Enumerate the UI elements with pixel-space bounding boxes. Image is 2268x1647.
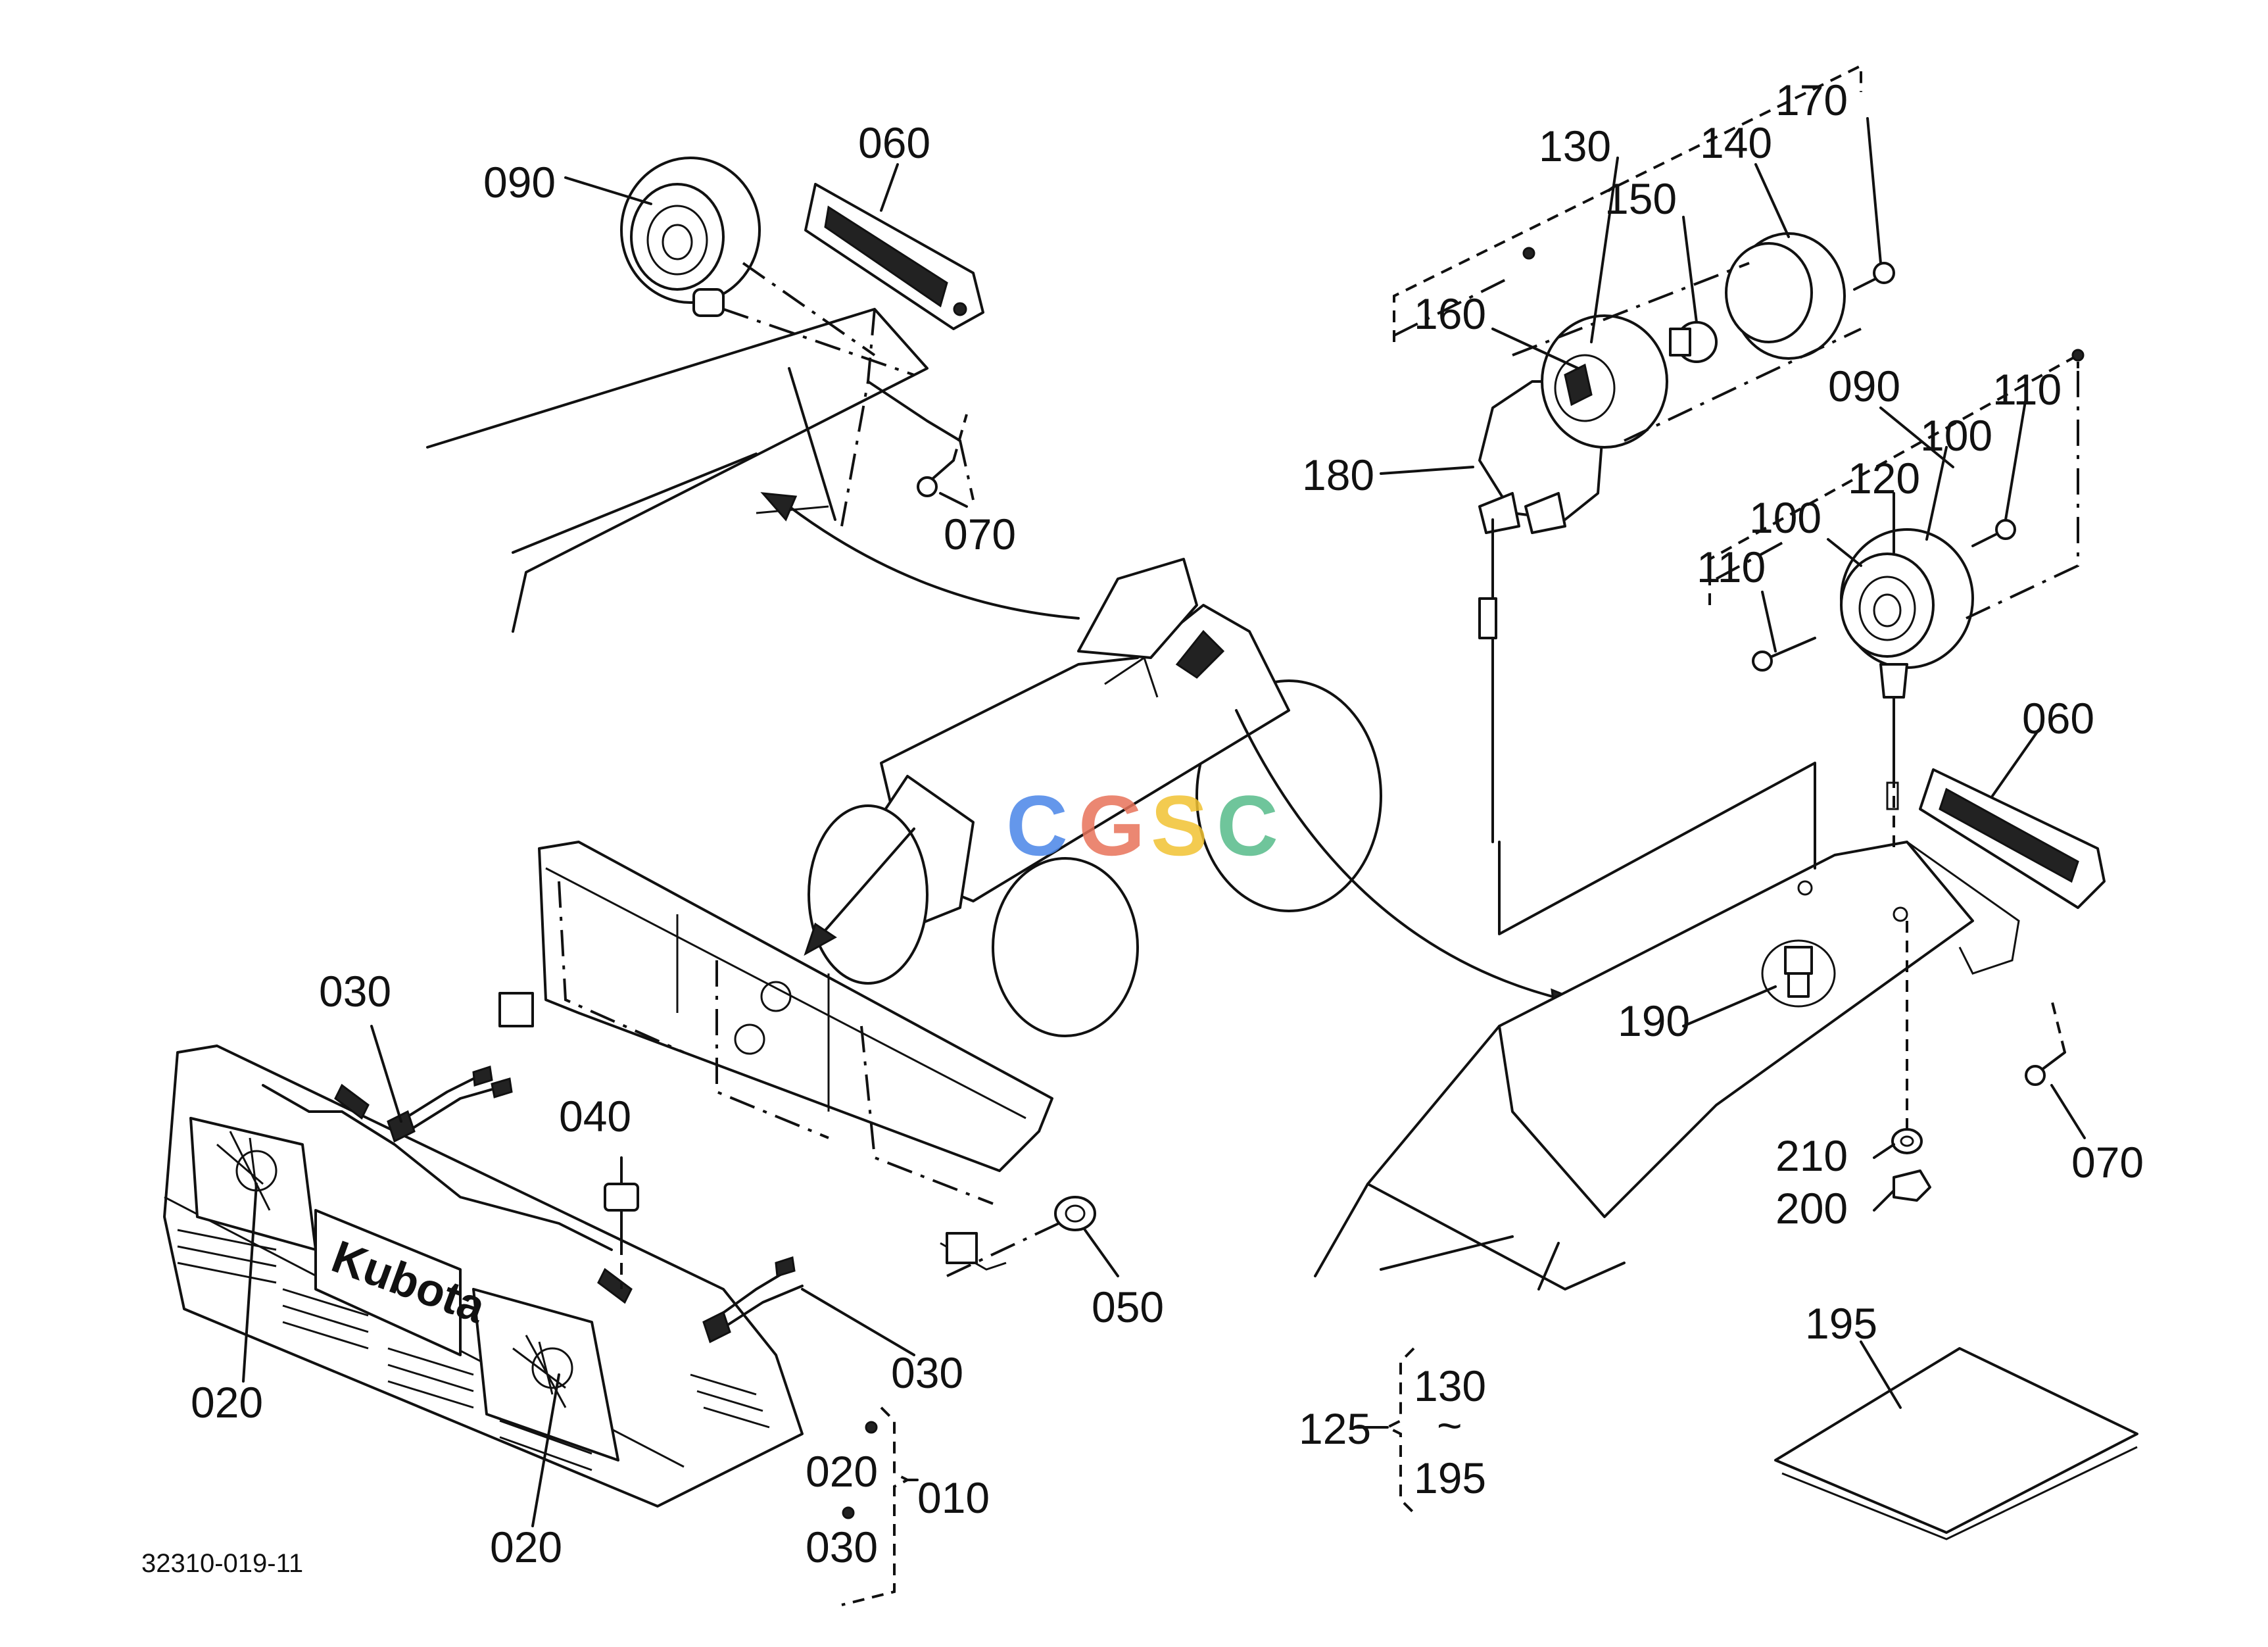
work-light-top-left — [620, 157, 761, 317]
screw-070-right — [2025, 999, 2066, 1086]
label-210: 210 — [1775, 1131, 1848, 1180]
top-left-fender-assembly — [426, 157, 984, 633]
front-grille-bracket — [498, 841, 1053, 1271]
work-light-exploded — [1393, 63, 1895, 639]
label-140: 140 — [1700, 118, 1772, 167]
washer-210 — [1891, 1128, 1923, 1154]
tractor-silhouette — [808, 558, 1382, 1037]
label-195-range: 195 — [1414, 1454, 1486, 1502]
reflector-top-left — [804, 183, 984, 330]
drawing-code: 32310-019-11 — [141, 1549, 303, 1578]
label-120: 120 — [1848, 454, 1920, 503]
label-125: 125 — [1299, 1404, 1371, 1453]
label-070-right: 070 — [2071, 1138, 2144, 1187]
label-090-top: 090 — [483, 158, 556, 207]
right-fender-assembly — [1314, 637, 2106, 1291]
label-060-top: 060 — [858, 118, 930, 167]
label-060-right: 060 — [2022, 694, 2094, 743]
label-200: 200 — [1775, 1184, 1848, 1233]
label-100-right: 100 — [1920, 411, 1992, 460]
front-grille: Kubota — [163, 1045, 804, 1508]
label-150: 150 — [1604, 174, 1677, 223]
label-090-right: 090 — [1828, 362, 1900, 410]
label-195: 195 — [1805, 1299, 1877, 1348]
label-180: 180 — [1302, 451, 1374, 499]
leader-lines — [242, 117, 2086, 1527]
label-030-top: 030 — [319, 967, 391, 1016]
label-070-top: 070 — [944, 510, 1016, 558]
watermark-letter-2: G — [1078, 777, 1145, 873]
label-130-range: 130 — [1414, 1362, 1486, 1410]
lens-ring-140 — [1725, 232, 1846, 360]
label-100-left: 100 — [1749, 493, 1822, 542]
manual-sheet-195 — [1774, 1347, 2138, 1540]
connector-030-top — [387, 1066, 513, 1143]
screw-070-top — [917, 459, 955, 497]
housing-160 — [1541, 314, 1668, 449]
work-light-right — [1708, 349, 2085, 777]
label-040: 040 — [559, 1092, 631, 1141]
callout-labels: 060 090 070 130 140 170 150 160 180 090 … — [191, 76, 2144, 1571]
label-020-bottom: 020 — [490, 1523, 562, 1571]
watermark-letter-4: C — [1217, 777, 1278, 873]
reflector-right — [1919, 768, 2106, 909]
label-tilde: ~ — [1437, 1401, 1462, 1450]
watermark-letter-1: C — [1006, 777, 1068, 873]
grommet-050 — [946, 1196, 1096, 1277]
label-110-right: 110 — [1992, 365, 2062, 414]
bulb-150 — [1669, 321, 1718, 363]
label-010: 010 — [917, 1473, 990, 1522]
group-brackets — [841, 1347, 1415, 1606]
label-130-top: 130 — [1539, 122, 1611, 170]
bolt-190 — [1761, 939, 1836, 1008]
label-170: 170 — [1775, 76, 1848, 124]
label-020-group: 020 — [806, 1447, 878, 1496]
watermark-letter-3: S — [1151, 777, 1208, 873]
watermark: C G S C — [1006, 777, 1278, 873]
label-160: 160 — [1414, 289, 1486, 338]
label-030-mid: 030 — [891, 1348, 963, 1397]
screw-170 — [1853, 262, 1895, 291]
label-190: 190 — [1618, 996, 1690, 1045]
label-030-group: 030 — [806, 1523, 878, 1571]
label-050: 050 — [1092, 1283, 1164, 1331]
label-110-left: 110 — [1697, 543, 1766, 591]
connector-030-mid — [702, 1256, 804, 1344]
label-020-left: 020 — [191, 1378, 263, 1427]
nut-200 — [1893, 1169, 1931, 1202]
